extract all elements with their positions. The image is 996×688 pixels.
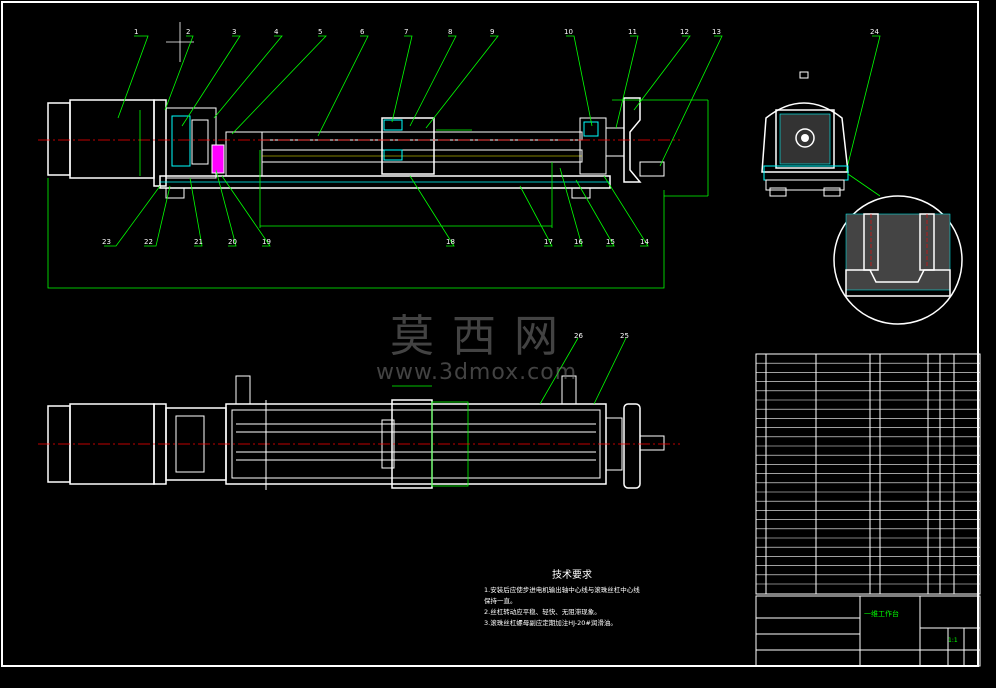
parts-list [755, 353, 981, 595]
detail-view [833, 195, 963, 325]
tech-line: 1.安装后应使步进电机输出轴中心线与滚珠丝杠中心线 [484, 586, 640, 594]
callout: 25 [620, 332, 629, 340]
coupling [171, 115, 191, 167]
stepper-motor [69, 99, 155, 179]
title-block-name: 一维工作台 [864, 609, 899, 618]
handwheel-plan [623, 403, 641, 489]
tech-line: 3.滚珠丝杠螺母副应定期加注HJ-20#润滑油。 [484, 619, 617, 627]
side-view [761, 71, 881, 197]
callout-leaders-bottom [104, 167, 649, 247]
callout-leaders-top [117, 35, 881, 173]
drawing-border [1, 1, 979, 667]
callout: 26 [574, 332, 583, 340]
callout: 12 [680, 28, 689, 36]
callout: 6 [360, 28, 365, 36]
guide-rod [261, 131, 583, 141]
callout: 8 [448, 28, 452, 36]
callout: 24 [870, 28, 879, 36]
tech-line: 保持一直。 [484, 597, 517, 605]
watermark-url: www.3dmox.com [376, 360, 578, 385]
callout: 17 [544, 238, 553, 246]
callout: 14 [640, 238, 649, 246]
technical-requirements-title: 技术要求 [552, 570, 592, 581]
title-block [755, 595, 981, 667]
callout: 9 [490, 28, 494, 36]
callout: 18 [446, 238, 455, 246]
callout: 3 [232, 28, 236, 36]
callout: 10 [564, 28, 573, 36]
title-block-scale: 1:1 [948, 637, 958, 644]
tech-line: 2.丝杠转动应平稳、轻快、无阻滞现象。 [484, 608, 601, 616]
parts-rows [756, 362, 980, 585]
callout: 13 [712, 28, 721, 36]
technical-requirements: 技术要求 1.安装后应使步进电机输出轴中心线与滚珠丝杠中心线 保持一直。 2.丝… [484, 570, 640, 629]
callout: 22 [144, 238, 153, 246]
callout: 21 [194, 238, 203, 246]
nut-carriage [381, 117, 435, 175]
callout: 11 [628, 28, 637, 36]
callout: 1 [134, 28, 138, 36]
plan-view [38, 337, 680, 490]
callout-labels: 1 2 3 4 5 6 7 8 9 10 11 12 13 24 23 22 2… [102, 28, 879, 340]
callout: 23 [102, 238, 111, 246]
callout: 15 [606, 238, 615, 246]
callout: 7 [404, 28, 408, 36]
callout: 19 [262, 238, 271, 246]
callout: 4 [274, 28, 279, 36]
callout: 20 [228, 238, 237, 246]
watermark-text: 莫西网 [390, 311, 576, 362]
callout: 5 [318, 28, 322, 36]
callout: 16 [574, 238, 583, 246]
screw-section [795, 128, 815, 148]
bearing-block [211, 144, 225, 174]
callout: 2 [186, 28, 190, 36]
